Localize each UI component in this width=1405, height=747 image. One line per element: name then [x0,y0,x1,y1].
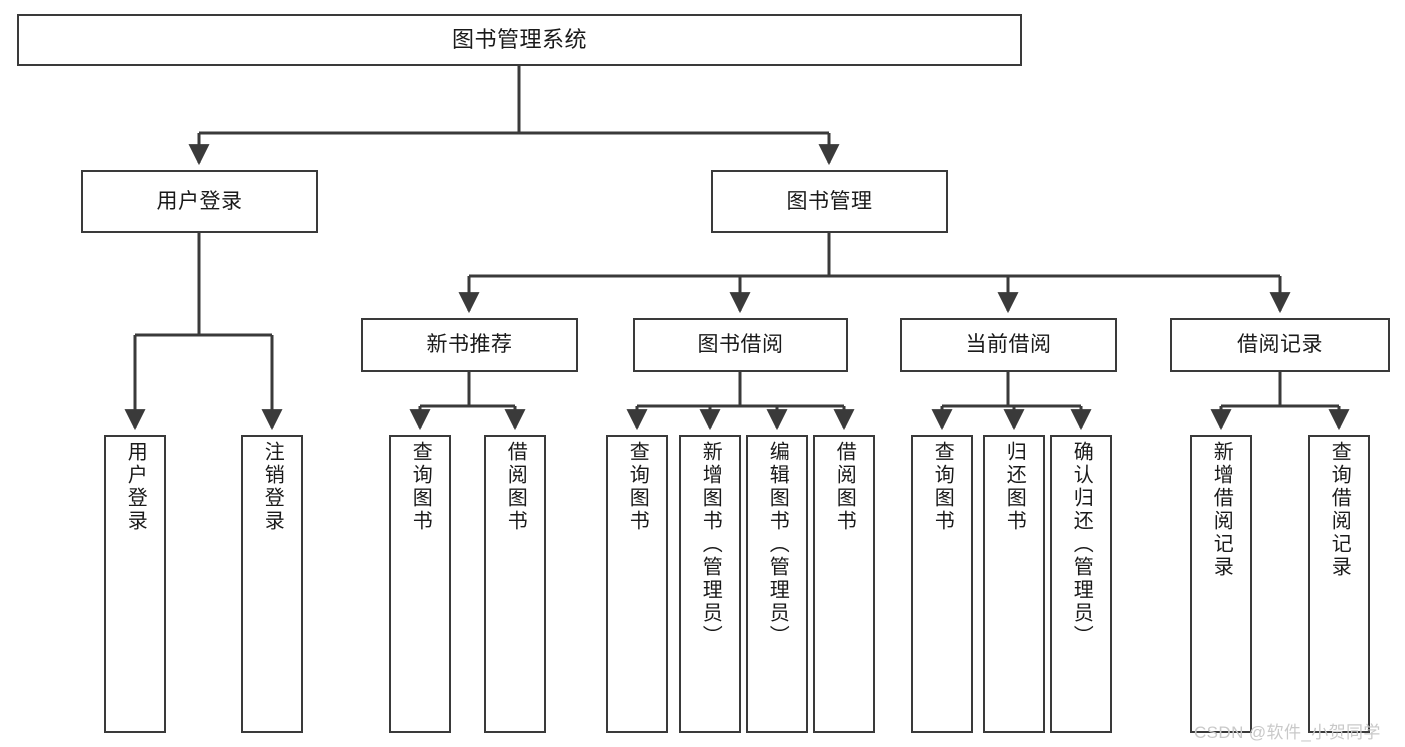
node-level3-current-borrow[interactable]: 当前借阅 [900,318,1117,372]
node-level2-book-management[interactable]: 图书管理 [711,170,948,233]
node-leaf-query-borrow-record[interactable]: 查询借阅记录 [1308,435,1370,733]
node-level3-book-borrow[interactable]: 图书借阅 [633,318,848,372]
node-label: 新增图书（管理员） [699,441,722,648]
node-label: 查询借阅记录 [1328,441,1351,579]
node-leaf-query-book-current[interactable]: 查询图书 [911,435,973,733]
node-leaf-return-book[interactable]: 归还图书 [983,435,1045,733]
node-label: 查询图书 [626,441,649,533]
node-level2-user-login[interactable]: 用户登录 [81,170,318,233]
node-label: 归还图书 [1003,441,1026,533]
node-label: 图书管理 [786,189,873,213]
node-label: 新增借阅记录 [1210,441,1233,579]
node-leaf-query-book-borrow[interactable]: 查询图书 [606,435,668,733]
node-leaf-query-book-recommend[interactable]: 查询图书 [389,435,451,733]
node-label: 图书借阅 [697,333,784,357]
node-leaf-add-borrow-record[interactable]: 新增借阅记录 [1190,435,1252,733]
node-label: 查询图书 [931,441,954,533]
node-root[interactable]: 图书管理系统 [17,14,1022,66]
node-label: 图书管理系统 [451,26,587,52]
node-level3-borrow-record[interactable]: 借阅记录 [1170,318,1390,372]
node-leaf-edit-book-admin[interactable]: 编辑图书（管理员） [746,435,808,733]
node-leaf-add-book-admin[interactable]: 新增图书（管理员） [679,435,741,733]
node-label: 借阅图书 [833,441,856,533]
node-label: 编辑图书（管理员） [766,441,789,648]
node-label: 查询图书 [409,441,432,533]
csdn-watermark: CSDN @软件_小贺同学 [1194,723,1381,742]
node-label: 借阅记录 [1237,333,1323,357]
node-label: 确认归还（管理员） [1070,441,1093,648]
node-label: 用户登录 [124,441,147,533]
node-label: 当前借阅 [965,333,1052,357]
node-label: 用户登录 [156,189,243,213]
node-leaf-confirm-return-admin[interactable]: 确认归还（管理员） [1050,435,1112,733]
node-leaf-borrow-book-recommend[interactable]: 借阅图书 [484,435,546,733]
node-label: 新书推荐 [426,333,513,357]
node-label: 借阅图书 [504,441,527,533]
node-leaf-user-login[interactable]: 用户登录 [104,435,166,733]
node-level3-new-book-recommend[interactable]: 新书推荐 [361,318,578,372]
node-leaf-logout[interactable]: 注销登录 [241,435,303,733]
node-label: 注销登录 [261,441,284,533]
node-leaf-borrow-book[interactable]: 借阅图书 [813,435,875,733]
